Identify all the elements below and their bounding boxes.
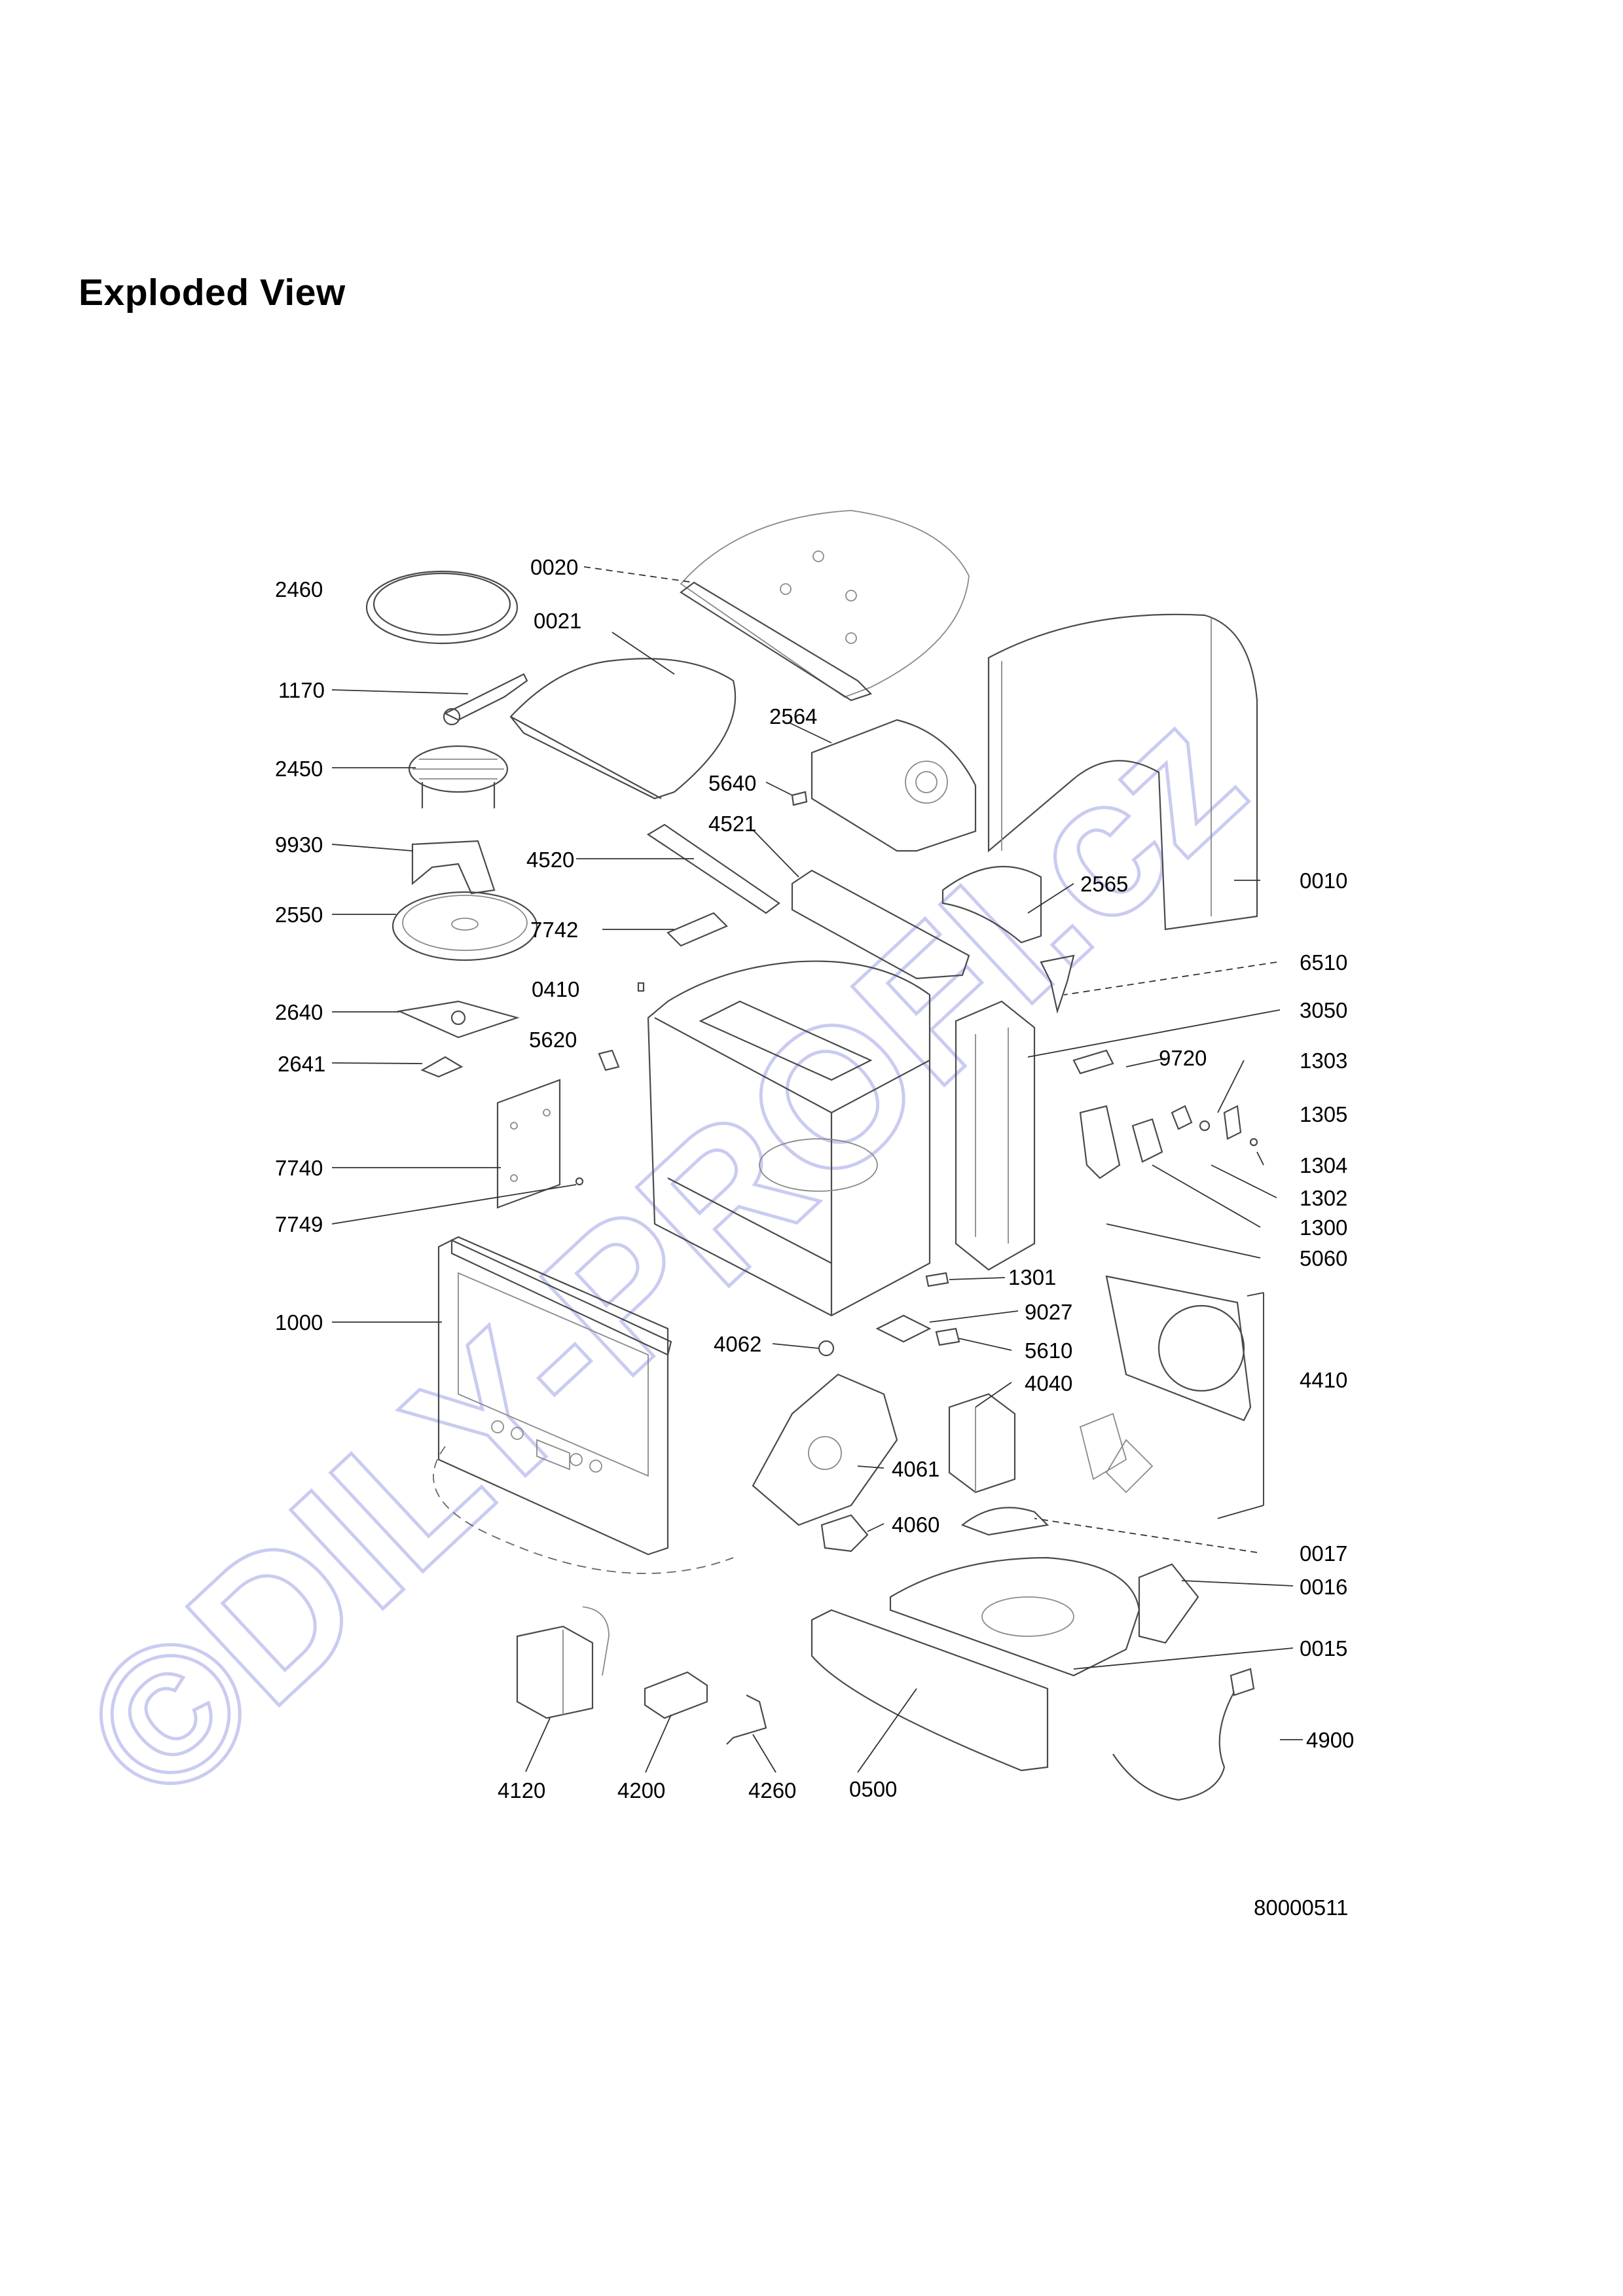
ring-2460-drawing [365,570,519,645]
label-2640: 2640 [275,1000,323,1024]
door-dashed-outline [433,1446,734,1574]
interlock-drawing [1072,1049,1258,1179]
label-1305: 1305 [1300,1102,1347,1126]
part-4040-drawing [948,1393,1016,1494]
label-1170: 1170 [278,678,325,702]
label-0017: 0017 [1300,1541,1347,1566]
label-2460: 2460 [275,577,323,601]
label-4120: 4120 [498,1778,545,1803]
label-1304: 1304 [1300,1153,1347,1177]
top-cover-0020-drawing [680,510,970,702]
label-4200: 4200 [617,1778,665,1803]
page-title: Exploded View [79,272,346,314]
part-2565-drawing [941,865,1042,944]
label-1302: 1302 [1300,1186,1347,1210]
rail-4520-drawing [646,823,780,914]
label-7742: 7742 [530,918,578,942]
label-7740: 7740 [275,1156,323,1180]
base-front-0500-drawing [811,1609,1049,1772]
label-4061: 4061 [892,1457,939,1481]
rail-4521-drawing [791,869,970,980]
label-2564: 2564 [769,704,817,728]
document-number: 80000511 [1254,1895,1349,1920]
part-0017-drawing [960,1507,1049,1536]
door-1000-drawing [437,1236,672,1556]
plate-0021-drawing [509,658,737,800]
label-4040: 4040 [1025,1371,1072,1395]
label-5620: 5620 [529,1028,577,1052]
label-4410: 4410 [1300,1368,1347,1392]
label-4520: 4520 [526,848,574,872]
part-0016-drawing [1138,1563,1199,1644]
capacitor-4200-drawing [644,1671,708,1719]
label-5060: 5060 [1300,1246,1347,1270]
cavity-drawing [647,960,931,1317]
panel-3050-drawing [955,1000,1036,1271]
label-0020: 0020 [530,555,578,579]
label-6510: 6510 [1300,950,1347,975]
part-5640-drawing [791,791,808,806]
label-3050: 3050 [1300,998,1347,1022]
label-2450: 2450 [275,757,323,781]
label-9027: 9027 [1025,1300,1072,1324]
part-2641-drawing [420,1056,464,1078]
label-4900: 4900 [1306,1728,1354,1752]
part-drawings [365,510,1264,1801]
board-7740-drawing [496,1079,561,1209]
part-4061-drawing [752,1373,898,1526]
wrap-0010-drawing [987,613,1258,931]
label-0010: 0010 [1300,869,1347,893]
label-1000: 1000 [275,1310,323,1335]
part-1301-drawing [925,1272,949,1287]
power-cord-4900-drawing [1112,1668,1255,1801]
leader-lines [331,566,1303,1773]
label-0016: 0016 [1300,1575,1347,1599]
label-0015: 0015 [1300,1636,1347,1660]
turntable-2550-drawing [392,891,538,961]
label-7749: 7749 [275,1212,323,1236]
part-0410-drawing [637,982,645,992]
label-2565: 2565 [1080,872,1128,896]
label-2550: 2550 [275,903,323,927]
part-6510-drawing [1040,954,1075,1014]
part-9027-drawing [875,1314,932,1343]
part-9930-drawing [411,840,496,895]
fan-cowl-4410-drawing [1079,1275,1264,1519]
label-9930: 9930 [275,833,323,857]
part-4260-drawing [726,1695,767,1745]
reflector-2564-drawing [811,719,977,852]
motor-4060-drawing [820,1514,869,1552]
transformer-4120-drawing [516,1606,610,1719]
label-2641: 2641 [278,1052,325,1076]
bracket-7742-drawing [666,912,728,947]
label-4062: 4062 [714,1332,761,1356]
rack-2450-drawing [408,745,509,808]
label-5640: 5640 [708,771,756,795]
label-4521: 4521 [708,812,756,836]
part-labels: 2460 0020 0021 1170 2564 2450 5640 4521 … [275,555,1354,1803]
part-4062-drawing [818,1340,835,1357]
label-1301: 1301 [1008,1265,1056,1289]
label-0021: 0021 [534,609,581,633]
part-7749-drawing [575,1177,584,1186]
part-5610-drawing [935,1327,960,1346]
label-4060: 4060 [892,1513,939,1537]
label-5610: 5610 [1025,1338,1072,1363]
roller-2640-drawing [397,1000,520,1039]
label-1303: 1303 [1300,1049,1347,1073]
label-9720: 9720 [1159,1046,1207,1070]
part-5620-drawing [598,1049,620,1071]
label-4260: 4260 [748,1778,796,1803]
label-0500: 0500 [849,1777,897,1801]
label-1300: 1300 [1300,1215,1347,1240]
base-0015-drawing [889,1556,1140,1677]
label-0410: 0410 [532,977,579,1001]
part-1170-drawing [443,673,528,726]
